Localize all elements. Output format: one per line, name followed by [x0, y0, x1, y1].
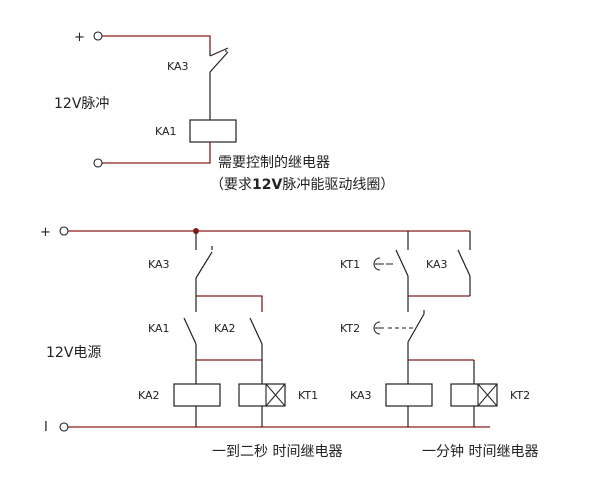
bottom-plus-sign: + — [40, 225, 51, 240]
left-caption: 一到二秒 时间继电器 — [212, 444, 342, 460]
ka3-top-switch-blade — [209, 47, 229, 57]
ka2-coil — [173, 383, 221, 407]
kt2-timer-symbol — [373, 321, 384, 335]
left-ka2-contact-label: KA2 — [214, 322, 236, 335]
top-caption-line2: （要求12V脉冲能驱动线圈） — [210, 177, 394, 193]
left-ka3-label: KA3 — [148, 258, 170, 271]
bottom-circuit: + I 12V电源 KA3 KA1 KA2 KA2 KT1 一到 — [40, 225, 538, 460]
kt1-timer-symbol — [373, 257, 384, 271]
left-ka3-switch-blade — [195, 251, 213, 279]
right-ka3-coil-label: KA3 — [350, 389, 372, 402]
bottom-minus-terminal — [59, 422, 69, 432]
bottom-minus-sign: I — [44, 420, 48, 435]
kt1-contact-blade — [395, 249, 409, 277]
right-kt2-coil-label: KT2 — [510, 389, 530, 402]
top-ka3-label: KA3 — [167, 60, 189, 73]
kt2-contact-blade — [407, 313, 425, 343]
left-kt1-label: KT1 — [298, 389, 318, 402]
right-ka3-contact-label: KA3 — [426, 258, 448, 271]
kt1-coil — [238, 383, 286, 407]
top-negative-wire — [102, 142, 211, 164]
ka3-coil — [385, 383, 433, 407]
kt2-coil — [450, 383, 498, 407]
top-supply-label: 12V脉冲 — [54, 96, 109, 112]
right-kt2-contact-label: KT2 — [340, 322, 360, 335]
right-caption: 一分钟 时间继电器 — [422, 443, 538, 460]
top-plus-terminal — [93, 31, 103, 41]
kt1-delay-cross — [265, 383, 286, 407]
ka1-contact-blade — [183, 317, 197, 345]
top-minus-terminal — [93, 158, 103, 168]
left-ka1-label: KA1 — [148, 322, 170, 335]
right-ka3-blade — [457, 249, 471, 277]
top-ka1-label: KA1 — [155, 125, 177, 138]
left-parallel-top-wire — [196, 295, 263, 312]
ka1-coil — [189, 119, 237, 143]
top-caption-line1: 需要控制的继电器 — [218, 155, 330, 171]
top-positive-wire — [102, 35, 211, 50]
left-ka2-coil-label: KA2 — [138, 389, 160, 402]
bottom-supply-label: 12V电源 — [46, 345, 101, 361]
ka2-contact-blade — [249, 317, 263, 345]
right-kt1-label: KT1 — [340, 258, 360, 271]
ka3-top-switch-link — [209, 51, 229, 73]
top-plus-sign: + — [74, 30, 85, 45]
bottom-plus-terminal — [59, 226, 69, 236]
top-circuit: + KA3 12V脉冲 KA1 需要控制的继电器 （要求12V脉冲能驱动线圈） — [54, 30, 394, 193]
kt2-delay-cross — [477, 383, 498, 407]
